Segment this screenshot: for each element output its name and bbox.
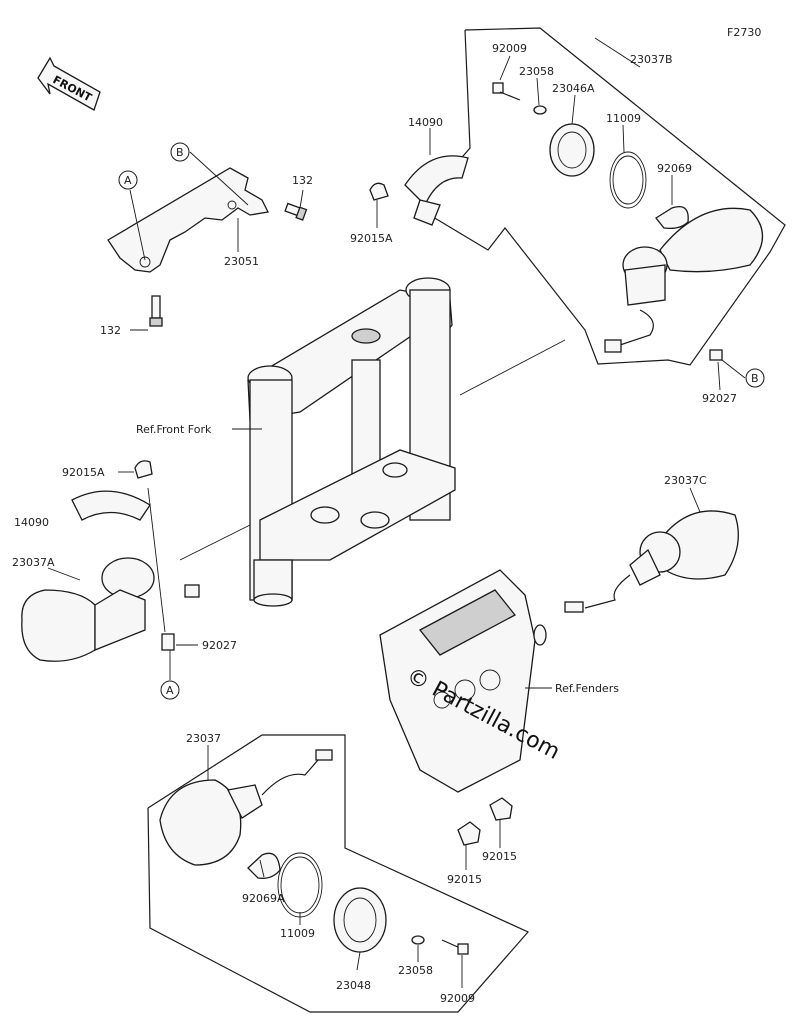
label-92015a-top: 92015A bbox=[350, 232, 393, 245]
label-14090-top: 14090 bbox=[408, 116, 443, 129]
washer-23058-bottom bbox=[411, 935, 425, 945]
fender-bracket bbox=[379, 569, 547, 793]
label-11009-bottom: 11009 bbox=[280, 927, 315, 940]
figure-code: F2730 bbox=[727, 26, 761, 39]
gasket-11009-top bbox=[609, 151, 647, 209]
label-14090-left: 14090 bbox=[14, 516, 49, 529]
washer-23058-top bbox=[533, 105, 547, 115]
svg-text:B: B bbox=[176, 146, 184, 159]
bulb-92069 bbox=[655, 205, 689, 230]
label-92009-top: 92009 bbox=[492, 42, 527, 55]
label-23037a: 23037A bbox=[12, 556, 55, 569]
callout-b-right: B bbox=[745, 368, 765, 388]
label-ref-fenders: Ref.Fenders bbox=[555, 682, 619, 695]
label-92015a-left: 92015A bbox=[62, 466, 105, 479]
label-92027-left: 92027 bbox=[202, 639, 237, 652]
label-23058-top: 23058 bbox=[519, 65, 554, 78]
cap-92027-right bbox=[709, 349, 723, 361]
bracket-14090-left bbox=[71, 490, 151, 521]
nut-92015-b bbox=[489, 797, 513, 821]
label-23051: 23051 bbox=[224, 255, 259, 268]
callout-b-top: B bbox=[170, 142, 190, 162]
callout-a-top: A bbox=[118, 170, 138, 190]
turn-signal-23037c bbox=[564, 510, 739, 613]
label-92015-a: 92015 bbox=[447, 873, 482, 886]
turn-signal-23037a bbox=[21, 557, 200, 662]
turn-signal-23037b bbox=[604, 207, 763, 353]
svg-text:A: A bbox=[124, 174, 132, 187]
svg-text:B: B bbox=[751, 372, 759, 385]
label-92009-bottom: 92009 bbox=[440, 992, 475, 1005]
bolt-132-bottom bbox=[149, 295, 163, 327]
front-fork-assembly bbox=[247, 277, 456, 607]
turn-signal-23037 bbox=[159, 749, 333, 866]
label-132-bottom: 132 bbox=[100, 324, 121, 337]
nut-92015a-left bbox=[134, 460, 153, 479]
label-23037: 23037 bbox=[186, 732, 221, 745]
screw-92009-top bbox=[492, 82, 521, 101]
leader-lines bbox=[47, 37, 746, 988]
label-ref-front-fork: Ref.Front Fork bbox=[136, 423, 212, 436]
label-23046a: 23046A bbox=[552, 82, 595, 95]
label-92015-b: 92015 bbox=[482, 850, 517, 863]
callout-a-bottom: A bbox=[160, 680, 180, 700]
group-outline-23037b bbox=[417, 27, 786, 366]
bracket-14090-top bbox=[404, 155, 469, 226]
lens-23046a bbox=[549, 123, 595, 177]
label-92069: 92069 bbox=[657, 162, 692, 175]
front-arrow-icon: FRONT bbox=[37, 56, 101, 111]
nut-92015a-top bbox=[369, 182, 389, 201]
label-23037c: 23037C bbox=[664, 474, 707, 487]
bolt-132-top bbox=[284, 202, 308, 221]
label-92069a: 92069A bbox=[242, 892, 285, 905]
screw-92009-bottom bbox=[441, 939, 469, 955]
gasket-11009-bottom bbox=[277, 852, 323, 918]
label-92027-right: 92027 bbox=[702, 392, 737, 405]
bracket-plate-23051 bbox=[107, 167, 269, 273]
label-23048: 23048 bbox=[336, 979, 371, 992]
bulb-92069a bbox=[247, 852, 281, 879]
nut-92015-a bbox=[457, 821, 481, 846]
label-23037b: 23037B bbox=[630, 53, 673, 66]
label-132-top: 132 bbox=[292, 174, 313, 187]
cap-92027-left bbox=[161, 633, 175, 651]
lens-23048 bbox=[333, 887, 387, 953]
group-outline-23037 bbox=[147, 734, 529, 1013]
svg-text:A: A bbox=[166, 684, 174, 697]
label-11009-top: 11009 bbox=[606, 112, 641, 125]
label-23058-bottom: 23058 bbox=[398, 964, 433, 977]
